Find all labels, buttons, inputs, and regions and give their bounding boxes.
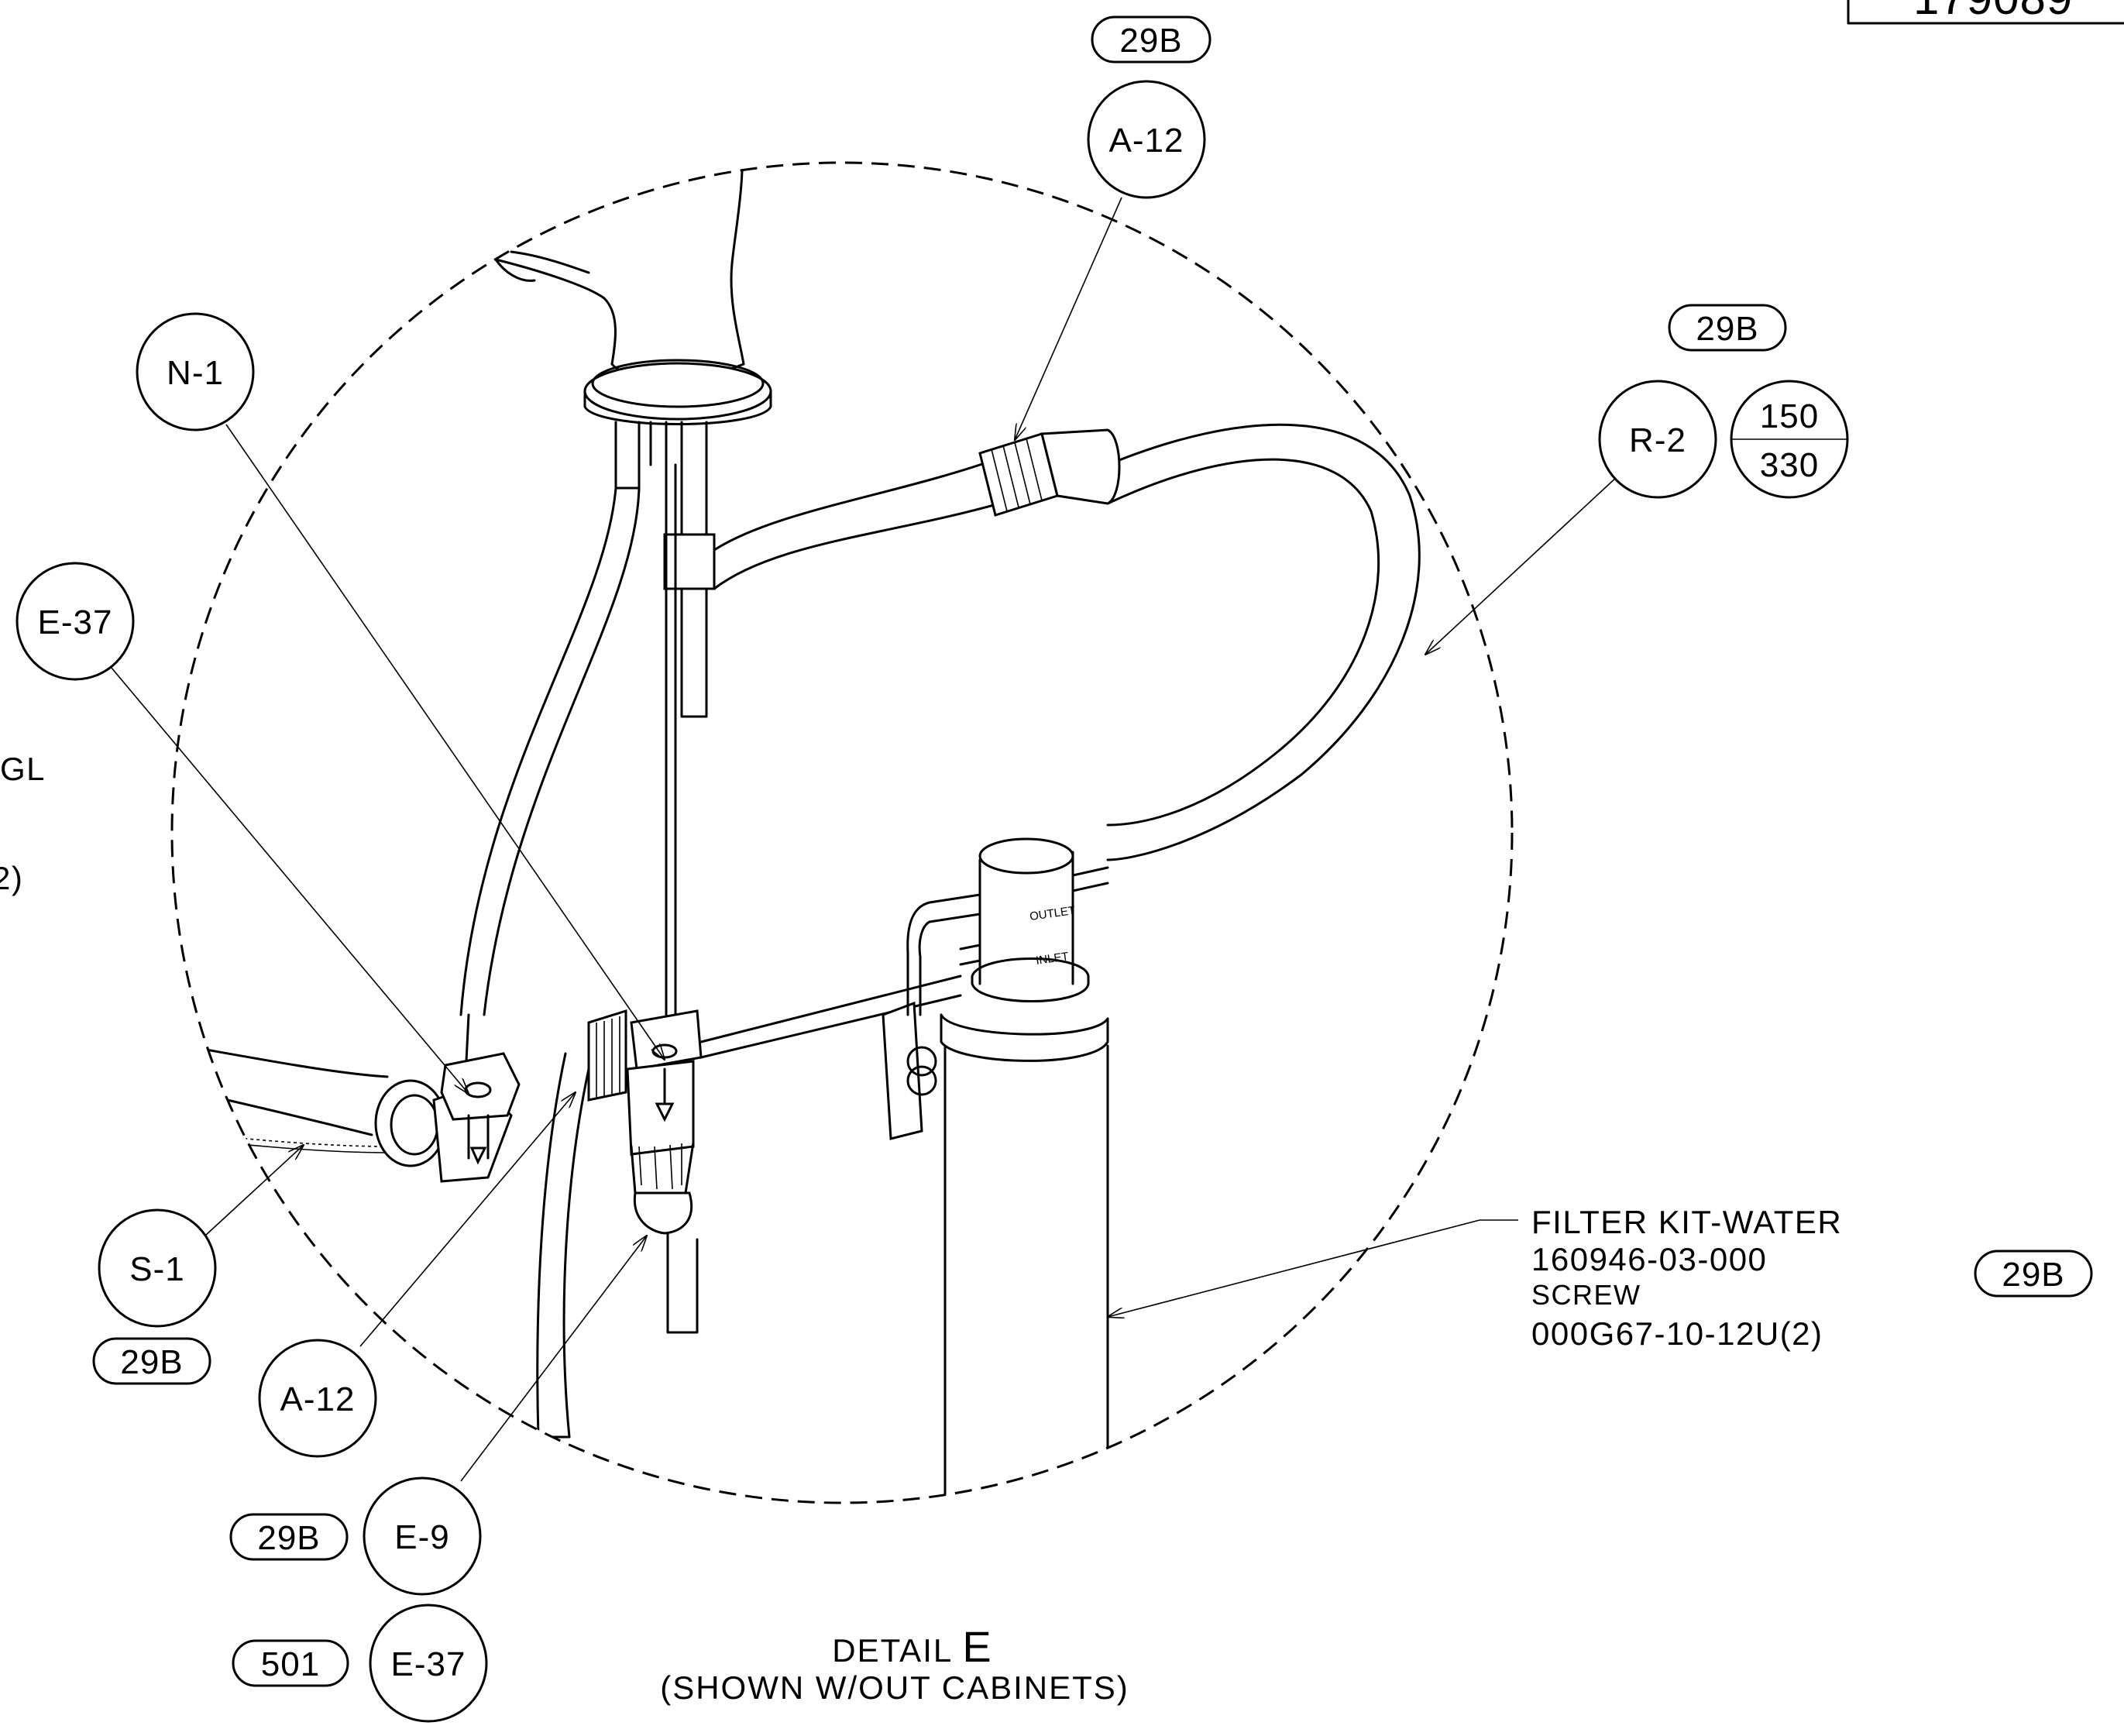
detail-subtitle: (SHOWN W/OUT CABINETS) [660,1669,1129,1706]
outlet-port-label: OUTLET [1029,904,1076,923]
hose-r2 [713,423,1421,861]
svg-text:E-9: E-9 [394,1518,449,1556]
callout-e37-lower: E-37 [369,1604,488,1723]
faucet-shanks [614,421,716,1024]
faucet-body [494,163,772,425]
filter-note-line1: FILTER KIT-WATER [1531,1204,1842,1240]
supply-lines [459,486,641,1439]
svg-text:E-37: E-37 [391,1645,466,1683]
svg-text:S-1: S-1 [129,1250,184,1288]
svg-text:29B: 29B [1119,22,1182,60]
svg-text:29B: 29B [257,1519,320,1557]
callout-29b-e9: 29B [229,1513,349,1561]
callout-e37-upper: E-37 [15,562,135,681]
detail-content: OUTLET INLET [172,163,1421,1501]
svg-text:A-12: A-12 [280,1380,356,1418]
detail-title-letter: E [962,1622,992,1671]
svg-text:29B: 29B [1696,310,1758,348]
detail-title-prefix: DETAIL [832,1632,962,1669]
left-elbow-assembly [172,1036,521,1183]
callout-29b-r2: 29B [1668,304,1787,352]
callout-29b-filter: 29B [1974,1250,2093,1298]
edge-fragment-2: 2) [0,860,23,896]
inlet-port-label: INLET [1035,950,1069,968]
svg-text:DETAIL E: DETAIL E [832,1622,992,1671]
center-valve [587,975,962,1334]
drawing-number-box: 179089 [1847,0,2124,25]
svg-text:29B: 29B [120,1343,183,1381]
svg-text:29B: 29B [2002,1256,2064,1294]
svg-text:A-12: A-12 [1109,122,1184,160]
r2-length-top: 150 [1760,397,1819,435]
filter-note-line4: 000G67-10-12U(2) [1531,1315,1823,1352]
svg-text:E-37: E-37 [38,603,113,641]
svg-text:R-2: R-2 [1629,421,1686,459]
callout-29b-top: 29B [1091,15,1212,64]
leader-lines [106,197,1618,1482]
r2-length-bottom: 330 [1760,446,1819,484]
callout-e9: E-9 [363,1476,482,1596]
filter-note: FILTER KIT-WATER 160946-03-000 SCREW 000… [1531,1204,1842,1352]
drawing-number: 179089 [1913,0,2073,24]
svg-text:N-1: N-1 [167,354,224,392]
callout-501: 501 [232,1639,349,1687]
callout-a12-top: A-12 [1087,80,1206,199]
filter-note-line2: 160946-03-000 [1531,1241,1767,1277]
callout-29b-s1: 29B [92,1337,211,1385]
svg-text:501: 501 [261,1645,320,1683]
detail-boundary [170,161,1514,1504]
callout-r2: R-2 [1598,380,1717,499]
filter-note-line3: SCREW [1531,1279,1641,1311]
callout-r2-length: 150 330 [1730,380,1849,499]
callout-a12-lower: A-12 [258,1339,377,1458]
detail-title: DETAIL E (SHOWN W/OUT CABINETS) [660,1622,1129,1706]
water-filter: OUTLET INLET [882,837,1109,1501]
callout-n1: N-1 [136,312,255,431]
edge-fragment-1: GL [0,751,46,787]
callout-s1: S-1 [98,1208,217,1328]
